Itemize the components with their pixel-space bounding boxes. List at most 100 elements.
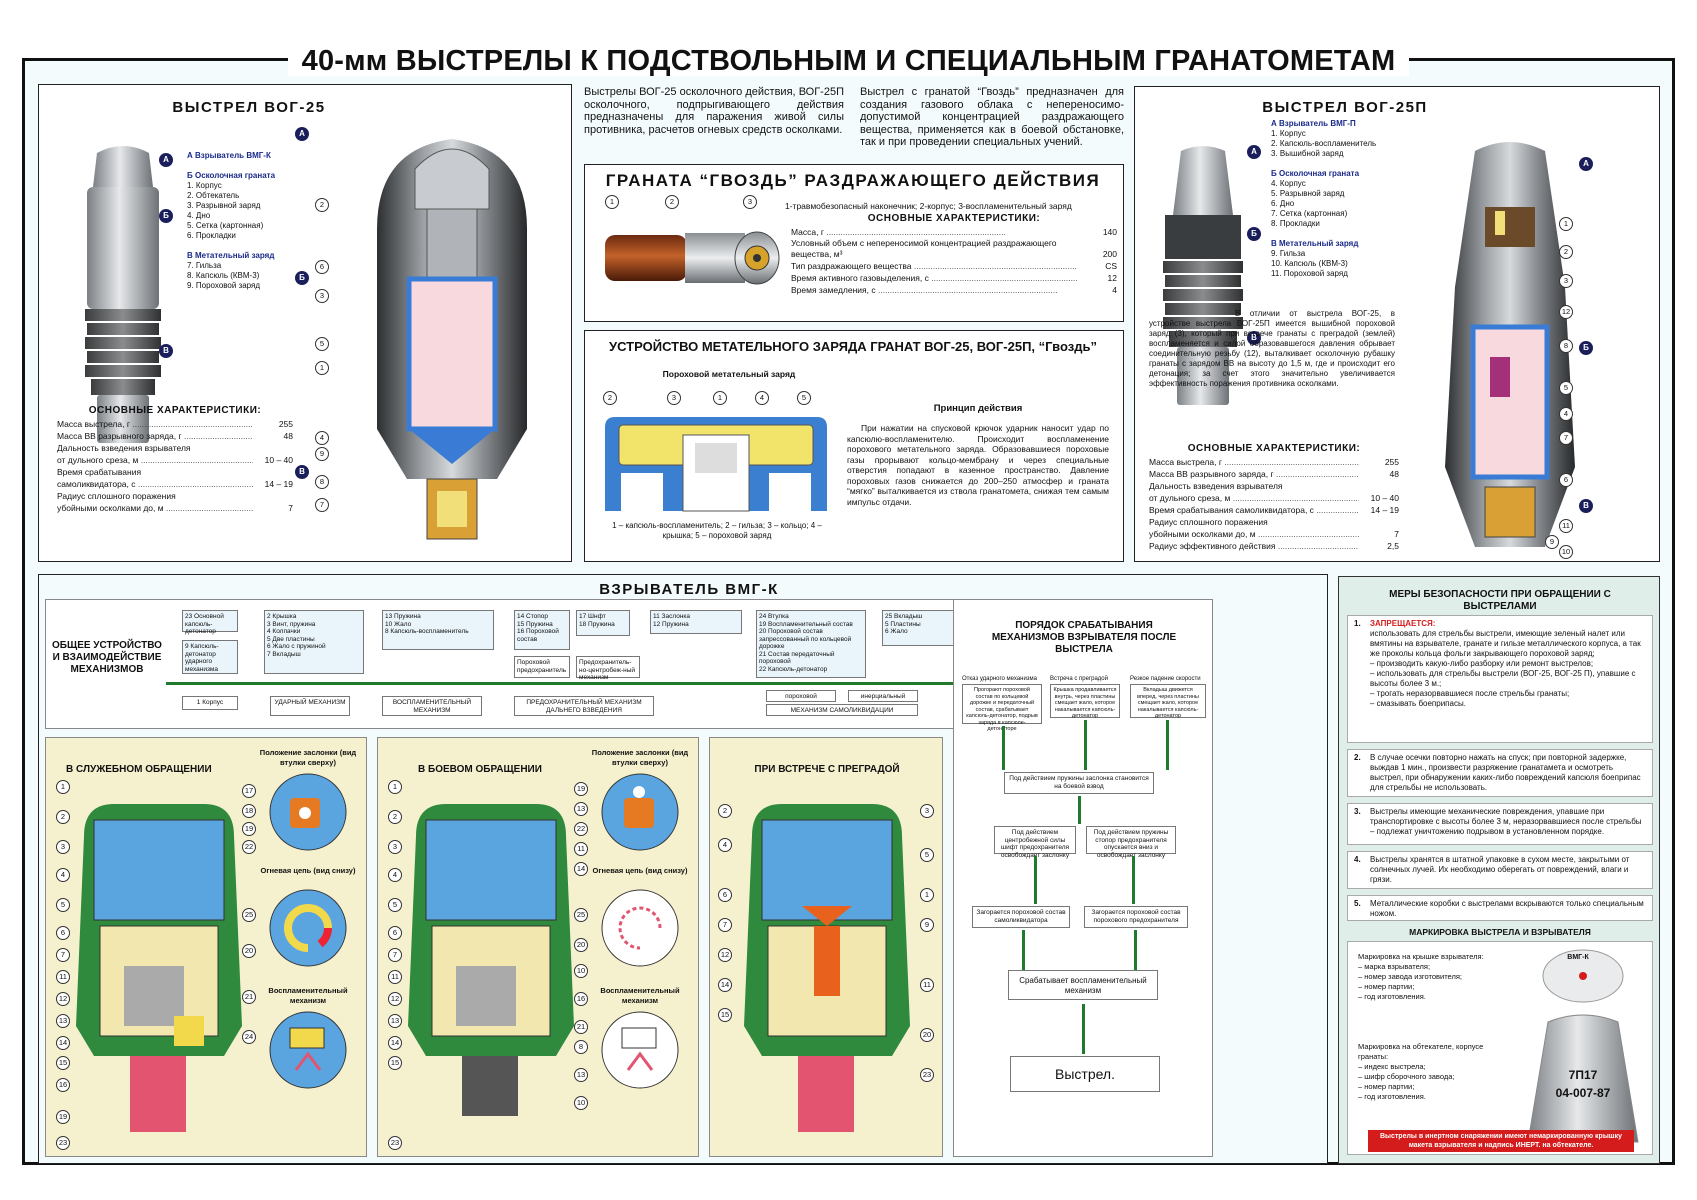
vog25-item: 6. Прокладки — [187, 231, 236, 240]
vog25p-group-head: В Метательный заряд — [1271, 239, 1359, 248]
state-callout: 11 — [388, 970, 402, 984]
state-callout: 7 — [56, 948, 70, 962]
damper-position-icon — [601, 773, 679, 851]
order-step: Срабатывает воспламенительный механизм — [1008, 970, 1158, 1000]
vmgk-mech: инерциальный — [848, 690, 918, 702]
vog25p-cut-marker-a: А — [1579, 157, 1593, 171]
vmgk-box: 14 Стопор 15 Пружина 16 Пороховой состав — [514, 610, 570, 650]
damper-position-icon — [269, 773, 347, 851]
state-pos-label: Положение заслонки (вид втулки сверху) — [259, 748, 357, 767]
charge-callout: 3 — [667, 391, 681, 405]
vog25p-callout: 2 — [1559, 245, 1573, 259]
vog25-item: 4. Дно — [187, 211, 211, 220]
state-callout: 22 — [574, 822, 588, 836]
vog25p-marker-v: В — [1247, 331, 1261, 345]
state-callout: 8 — [574, 1040, 588, 1054]
vog25p-title: ВЫСТРЕЛ ВОГ-25П — [1262, 99, 1428, 116]
state-callout: 15 — [718, 1008, 732, 1022]
vog25-marker-b: Б — [159, 209, 173, 223]
order-step: Крышка продавливается внутрь, через плас… — [1050, 684, 1120, 719]
vog25-item: 2. Обтекатель — [187, 191, 240, 200]
vog25-group-head: В Метательный заряд — [187, 251, 275, 260]
state-callout: 14 — [388, 1036, 402, 1050]
chars-row: Радиус эффективного действия2,5 — [1149, 540, 1399, 552]
vog25p-marker-a: А — [1247, 145, 1261, 159]
state-callout: 25 — [574, 908, 588, 922]
fuze-section-service — [76, 804, 242, 1132]
order-col-head: Встреча с преградой — [1050, 676, 1108, 682]
vog25-group-head: Б Осколочная граната — [187, 171, 276, 180]
chars-row: убойными осколками до, м7 — [1149, 528, 1399, 540]
gvozd-callout: 3 — [743, 195, 757, 209]
vmgk-general-block: ОБЩЕЕ УСТРОЙСТВО И ВЗАИМОДЕЙСТВИЕ МЕХАНИ… — [45, 599, 1025, 729]
vmgk-box: 13 Пружина 10 Жало 8 Капсюль-воспламенит… — [382, 610, 494, 650]
state-callout: 14 — [574, 862, 588, 876]
safety-item-text: В случае осечки повторно нажать на спуск… — [1370, 753, 1641, 792]
fuze-section-combat — [408, 804, 574, 1116]
gvozd-characteristics: ОСНОВНЫЕ ХАРАКТЕРИСТИКИ: Масса, г140 Усл… — [791, 213, 1117, 296]
state-callout: 3 — [388, 840, 402, 854]
order-col-head: Резкое падение скорости — [1130, 676, 1201, 682]
vog25-cutaway — [377, 139, 527, 540]
vog25p-callout: 10 — [1559, 545, 1573, 559]
chars-row: Дальность взведения взрывателя — [57, 443, 191, 453]
vog25p-item: 10. Капсюль (КВМ-3) — [1271, 259, 1348, 268]
fire-chain-icon — [601, 889, 679, 967]
order-step: Вкладыш движется вперед, через пластины … — [1130, 684, 1206, 719]
gvozd-callout: 1 — [605, 195, 619, 209]
vog25p-note: В отличии от выстрела ВОГ-25, в устройст… — [1149, 309, 1395, 388]
state-callout: 1 — [920, 888, 934, 902]
chars-row: Масса выстрела, г255 — [57, 418, 293, 430]
charge-callout: 5 — [797, 391, 811, 405]
chars-row: Масса ВВ разрывного заряда, г48 — [1149, 468, 1399, 480]
vog25-callout: 7 — [315, 498, 329, 512]
vog25p-callout: 12 — [1559, 305, 1573, 319]
vog25-chars-head: ОСНОВНЫЕ ХАРАКТЕРИСТИКИ: — [88, 405, 262, 416]
inert-warning: Выстрелы в инертном снаряжении имеют нем… — [1368, 1130, 1634, 1152]
state-callout: 1 — [56, 780, 70, 794]
state-callout: 6 — [718, 888, 732, 902]
vog25-item: 1. Корпус — [187, 181, 222, 190]
marking-shell: Маркировка на обтекателе, корпусе гранат… — [1358, 1042, 1484, 1101]
flow-arrow — [1034, 856, 1037, 904]
state-callout: 23 — [388, 1136, 402, 1150]
state-callout: 14 — [56, 1036, 70, 1050]
state-callout: 25 — [242, 908, 256, 922]
vog25p-callout: 8 — [1559, 339, 1573, 353]
state-callout: 19 — [56, 1110, 70, 1124]
marking-block: Маркировка на крышке взрывателя: – марка… — [1347, 941, 1653, 1155]
state-callout: 20 — [920, 1028, 934, 1042]
state-title: В БОЕВОМ ОБРАЩЕНИИ — [418, 764, 542, 775]
vog25p-item: 3. Вышибной заряд — [1271, 149, 1344, 158]
vmgk-box: 11 Заслонка 12 Пружина — [650, 610, 742, 634]
vog25p-group-head: А Взрыватель ВМГ-П — [1271, 119, 1356, 128]
state-callout: 21 — [574, 1020, 588, 1034]
vog25-callout: 5 — [315, 337, 329, 351]
vog25-marker-a: А — [159, 153, 173, 167]
vog25p-photo — [1163, 146, 1243, 405]
vog25p-cutaway — [1445, 142, 1575, 547]
vog25p-item: 8. Прокладки — [1271, 219, 1320, 228]
vog25-title: ВЫСТРЕЛ ВОГ-25 — [172, 99, 326, 116]
state-callout: 14 — [718, 978, 732, 992]
state-callout: 21 — [242, 990, 256, 1004]
state-callout: 13 — [574, 802, 588, 816]
safety-panel: МЕРЫ БЕЗОПАСНОСТИ ПРИ ОБРАЩЕНИИ С ВЫСТРЕ… — [1338, 576, 1660, 1164]
fire-chain-icon — [269, 889, 347, 967]
state-callout: 18 — [242, 804, 256, 818]
vog25p-callout: 7 — [1559, 431, 1573, 445]
state-callout: 12 — [56, 992, 70, 1006]
safety-item: 3.Выстрелы имеющие механические поврежде… — [1347, 803, 1653, 845]
state-callout: 11 — [56, 970, 70, 984]
flow-arrow — [1132, 856, 1135, 904]
state-callout: 2 — [718, 804, 732, 818]
vmgk-box: 23 Основной капсюль-детонатор — [182, 610, 238, 635]
chars-row: Масса выстрела, г255 — [1149, 456, 1399, 468]
order-col-head: Отказ ударного механизма — [962, 676, 1038, 682]
vog25-characteristics: ОСНОВНЫЕ ХАРАКТЕРИСТИКИ: Масса выстрела,… — [57, 405, 293, 514]
flow-arrow — [1002, 726, 1005, 770]
gvozd-panel: ГРАНАТА “ГВОЗДЬ” РАЗДРАЖАЮЩЕГО ДЕЙСТВИЯ … — [584, 164, 1124, 322]
flow-arrow — [1084, 720, 1087, 770]
state-callout: 15 — [56, 1056, 70, 1070]
